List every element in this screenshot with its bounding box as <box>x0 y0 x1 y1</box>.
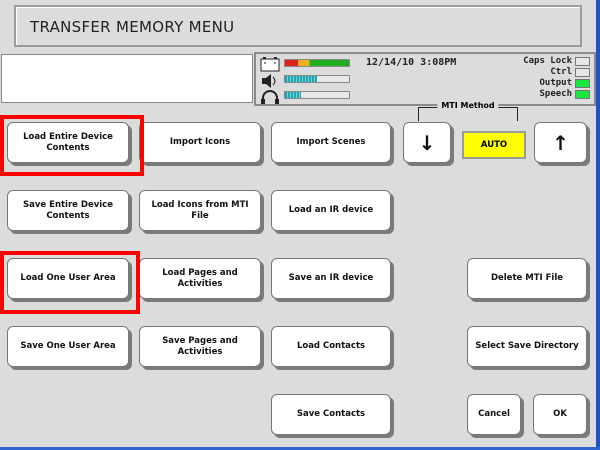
ctrl-led <box>575 67 590 77</box>
window-border-right <box>596 0 600 450</box>
title-bar: TRANSFER MEMORY MENU <box>14 5 582 47</box>
load-contacts-button[interactable]: Load Contacts <box>271 326 391 367</box>
mti-method-down-button[interactable]: ↓ <box>403 122 451 163</box>
save-contacts-button[interactable]: Save Contacts <box>271 394 391 435</box>
speaker-icon <box>262 74 276 88</box>
mti-method-group: MTI Method <box>418 101 518 121</box>
load-one-user-area-button[interactable]: Load One User Area <box>7 258 129 299</box>
cancel-button[interactable]: Cancel <box>467 394 521 435</box>
indicator-ctrl: Ctrl <box>550 67 590 77</box>
save-entire-device-button[interactable]: Save Entire Device Contents <box>7 190 129 231</box>
datetime: 12/14/10 3:08PM <box>366 57 457 68</box>
volume-meter[interactable] <box>284 75 350 83</box>
indicator-speech: Speech <box>539 89 590 99</box>
message-box <box>1 54 253 103</box>
load-entire-device-button[interactable]: Load Entire Device Contents <box>7 122 129 163</box>
highlight-load-one-user-area <box>0 251 140 314</box>
arrow-down-icon: ↓ <box>418 130 436 155</box>
save-ir-device-button[interactable]: Save an IR device <box>271 258 391 299</box>
indicator-output: Output <box>539 78 590 88</box>
select-save-directory-button[interactable]: Select Save Directory <box>467 326 587 367</box>
headphones-icon <box>261 90 279 104</box>
load-icons-from-mti-button[interactable]: Load Icons from MTI File <box>139 190 261 231</box>
save-pages-activities-button[interactable]: Save Pages and Activities <box>139 326 261 367</box>
speech-led <box>575 89 590 99</box>
page-title: TRANSFER MEMORY MENU <box>30 18 235 36</box>
delete-mti-file-button[interactable]: Delete MTI File <box>467 258 587 299</box>
ok-button[interactable]: OK <box>533 394 587 435</box>
load-ir-device-button[interactable]: Load an IR device <box>271 190 391 231</box>
save-one-user-area-button[interactable]: Save One User Area <box>7 326 129 367</box>
indicator-caps-lock: Caps Lock <box>523 56 590 66</box>
load-pages-activities-button[interactable]: Load Pages and Activities <box>139 258 261 299</box>
headphone-meter[interactable] <box>284 91 350 99</box>
status-panel: 12/14/10 3:08PM Caps Lock Ctrl Output Sp… <box>254 52 596 106</box>
import-scenes-button[interactable]: Import Scenes <box>271 122 391 163</box>
mti-method-value: AUTO <box>462 131 526 159</box>
battery-icon <box>260 57 280 72</box>
import-icons-button[interactable]: Import Icons <box>139 122 261 163</box>
output-led <box>575 78 590 88</box>
arrow-up-icon: ↑ <box>552 130 569 155</box>
mti-method-up-button[interactable]: ↑ <box>534 122 587 163</box>
window-border-bottom <box>0 447 600 450</box>
highlight-load-entire-device <box>0 115 144 176</box>
battery-meter <box>284 59 350 67</box>
caps-lock-led <box>575 56 590 66</box>
mti-method-label: MTI Method <box>437 101 499 110</box>
